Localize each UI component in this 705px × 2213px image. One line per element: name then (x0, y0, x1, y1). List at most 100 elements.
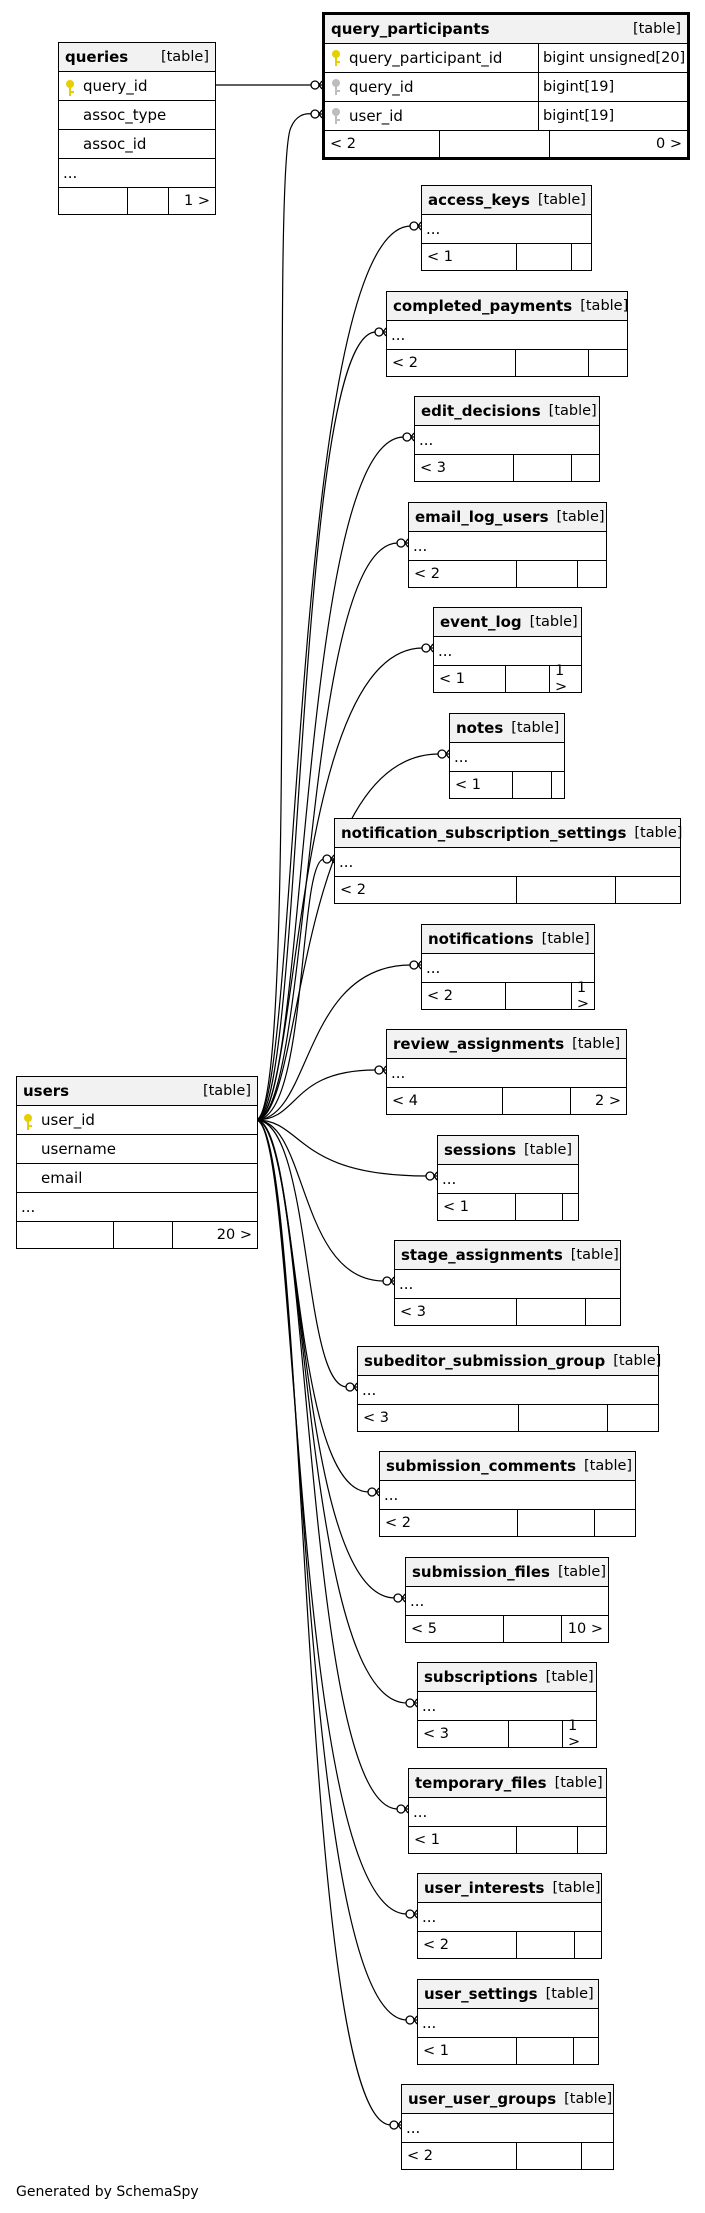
more-columns-ellipsis: ... (418, 1692, 596, 1721)
edge-users-query-participants (255, 113, 313, 1121)
edge-users-notifications-optional-circle (409, 960, 419, 970)
footer-parents: < 2 (402, 2143, 517, 2169)
table-header: edit_decisions[table] (415, 397, 599, 426)
more-columns-ellipsis: ... (387, 321, 627, 350)
footer-parents: < 2 (380, 1510, 518, 1536)
table-completed-payments[interactable]: completed_payments[table]...< 2 (386, 291, 628, 377)
table-header: subeditor_submission_group[table] (358, 1347, 661, 1376)
more-columns-ellipsis: ... (409, 532, 606, 561)
table-name: notifications (428, 930, 534, 948)
edge-users-email-log-users-optional-circle (396, 538, 406, 548)
footer-children (586, 1299, 620, 1325)
more-columns-ellipsis: ... (406, 1587, 608, 1616)
edge-users-email-log-users (255, 542, 399, 1121)
table-queries[interactable]: queries [table] query_id assoc_type asso… (58, 42, 216, 215)
table-footer: < 2 (380, 1510, 635, 1536)
table-type: [table] (557, 1564, 607, 1580)
table-header: access_keys[table] (422, 186, 591, 215)
edge-users-stage-assignments (255, 1119, 385, 1282)
footer-parents: < 4 (387, 1088, 503, 1114)
edge-users-completed-payments-crowfoot (382, 327, 387, 337)
table-header: user_settings[table] (418, 1980, 598, 2009)
table-stage-assignments[interactable]: stage_assignments[table]...< 3 (394, 1240, 621, 1326)
column-name: user_id (41, 1111, 95, 1129)
edge-users-query-participants-optional-circle (310, 109, 320, 119)
table-subeditor-submission-group[interactable]: subeditor_submission_group[table]...< 3 (357, 1346, 661, 1432)
primary-key-icon (66, 80, 74, 96)
footer-children (589, 350, 627, 376)
table-header: user_user_groups[table] (402, 2085, 613, 2114)
edge-users-edit-decisions-optional-circle (402, 432, 412, 442)
column-row: email (17, 1164, 257, 1193)
footer-children (595, 1510, 635, 1536)
table-header: completed_payments[table] (387, 292, 628, 321)
table-name: subscriptions (424, 1668, 538, 1686)
table-user-settings[interactable]: user_settings[table]...< 1 (417, 1979, 599, 2065)
footer-parents: < 1 (409, 1827, 517, 1853)
table-notification-subscription-settings[interactable]: notification_subscription_settings[table… (334, 818, 682, 904)
table-temporary-files[interactable]: temporary_files[table]...< 1 (408, 1768, 607, 1854)
table-access-keys[interactable]: access_keys[table]...< 1 (421, 185, 592, 271)
edge-users-user-interests-optional-circle (405, 1909, 415, 1919)
edge-users-subeditor-submission-group-optional-circle (345, 1382, 355, 1392)
table-user-user-groups[interactable]: user_user_groups[table]...< 2 (401, 2084, 614, 2170)
more-columns-ellipsis: ... (395, 1270, 620, 1299)
footer-parents: < 1 (438, 1194, 516, 1220)
table-footer: < 3 (415, 455, 599, 481)
edge-users-subeditor-submission-group (255, 1119, 348, 1388)
more-columns-ellipsis: ... (409, 1798, 606, 1827)
more-columns-ellipsis: ... (418, 1903, 601, 1932)
table-header: stage_assignments[table] (395, 1241, 620, 1270)
table-footer: < 2 (335, 877, 680, 903)
table-type: [table] (537, 192, 586, 208)
table-notes[interactable]: notes[table]...< 1 (449, 713, 565, 799)
table-header: sessions[table] (438, 1136, 578, 1165)
more-columns-ellipsis: ... (450, 743, 564, 772)
edge-users-notification-subscription-settings-optional-circle (322, 854, 332, 864)
table-footer: < 1 (422, 244, 591, 270)
more-columns-ellipsis: ... (422, 954, 594, 983)
table-header: user_interests[table] (418, 1874, 601, 1903)
edge-users-completed-payments-optional-circle (374, 327, 384, 337)
table-footer: < 1 (438, 1194, 578, 1220)
table-users[interactable]: users [table] user_id username email ...… (16, 1076, 258, 1249)
footer-children (552, 772, 564, 798)
table-edit-decisions[interactable]: edit_decisions[table]...< 3 (414, 396, 600, 482)
table-name: email_log_users (415, 508, 549, 526)
table-header: notifications[table] (422, 925, 594, 954)
footer-mid (114, 1222, 173, 1248)
footer-mid (509, 1721, 563, 1747)
table-user-interests[interactable]: user_interests[table]...< 2 (417, 1873, 602, 1959)
table-sessions[interactable]: sessions[table]...< 1 (437, 1135, 579, 1221)
table-email-log-users[interactable]: email_log_users[table]...< 2 (408, 502, 607, 588)
edge-users-notification-subscription-settings (255, 858, 325, 1121)
edge-users-review-assignments (255, 1069, 377, 1121)
footer-mid (516, 350, 589, 376)
table-header: queries [table] (59, 43, 215, 72)
footer-mid (517, 2143, 582, 2169)
table-name: users (23, 1082, 70, 1100)
more-columns-ellipsis: ... (17, 1193, 257, 1222)
footer-mid (518, 1510, 595, 1536)
footer-parents: < 3 (418, 1721, 509, 1747)
footer-parents: < 2 (335, 877, 517, 903)
table-name: user_settings (424, 1985, 538, 2003)
table-type: [table] (511, 720, 560, 736)
edge-users-event-log (255, 647, 424, 1121)
edge-users-submission-comments (255, 1119, 370, 1493)
column-row: query_id (59, 72, 215, 101)
table-name: event_log (440, 613, 522, 631)
table-query-participants[interactable]: query_participants [table] query_partici… (322, 12, 690, 160)
table-footer: 20 > (17, 1222, 257, 1248)
table-name: user_interests (424, 1879, 545, 1897)
more-columns-ellipsis: ... (438, 1165, 578, 1194)
footer-mid (504, 1616, 562, 1642)
table-submission-comments[interactable]: submission_comments[table]...< 2 (379, 1451, 636, 1537)
